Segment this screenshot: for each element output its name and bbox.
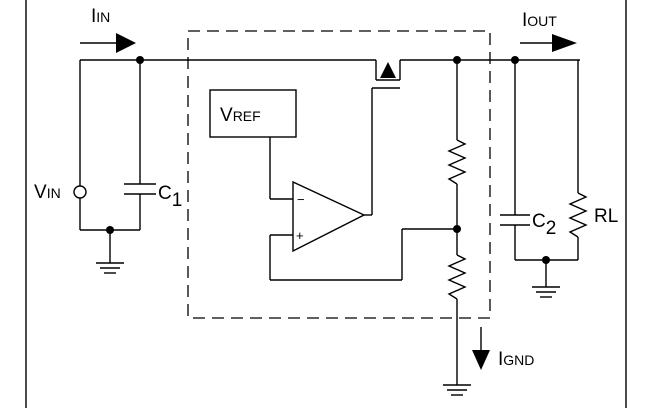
vin-terminal-icon (73, 185, 87, 199)
upper-resistor-icon (447, 139, 467, 185)
regulator-ic-boundary (187, 30, 491, 319)
iout-label: IOUT (522, 10, 557, 31)
vref-box (209, 89, 297, 138)
opamp-plus-sign: + (296, 228, 304, 243)
error-amplifier-section (209, 89, 457, 281)
feedback-divider (443, 56, 490, 396)
ignd-arrow-icon (472, 327, 490, 370)
iin-label: IIN (91, 6, 110, 27)
c1-label: C1 (158, 183, 182, 211)
divider-top-junction-dot (453, 56, 461, 64)
rl-resistor-icon (568, 192, 588, 238)
iout-arrow-icon (520, 34, 577, 52)
input-section (73, 33, 188, 274)
input-ground-icon (96, 262, 124, 274)
opamp-minus-sign: − (297, 192, 305, 207)
input-junction-dot (136, 56, 144, 64)
c2-label: C2 (532, 211, 556, 239)
pass-element (188, 59, 580, 215)
rl-label: RL (594, 206, 618, 227)
ignd-label: IGND (498, 349, 534, 370)
vin-label: VIN (34, 182, 61, 203)
output-section (500, 34, 588, 298)
opamp-icon (292, 180, 366, 253)
lower-resistor-icon (447, 254, 467, 300)
vref-label: VREF (220, 105, 261, 126)
ic-ground-icon (443, 384, 471, 396)
iin-arrow-icon (80, 33, 136, 53)
pass-transistor-arrow-icon (380, 62, 396, 78)
c2-capacitor-icon (500, 214, 530, 226)
divider-tap-junction-dot (453, 225, 461, 233)
c1-capacitor-icon (124, 183, 156, 195)
output-ground-icon (532, 286, 560, 298)
